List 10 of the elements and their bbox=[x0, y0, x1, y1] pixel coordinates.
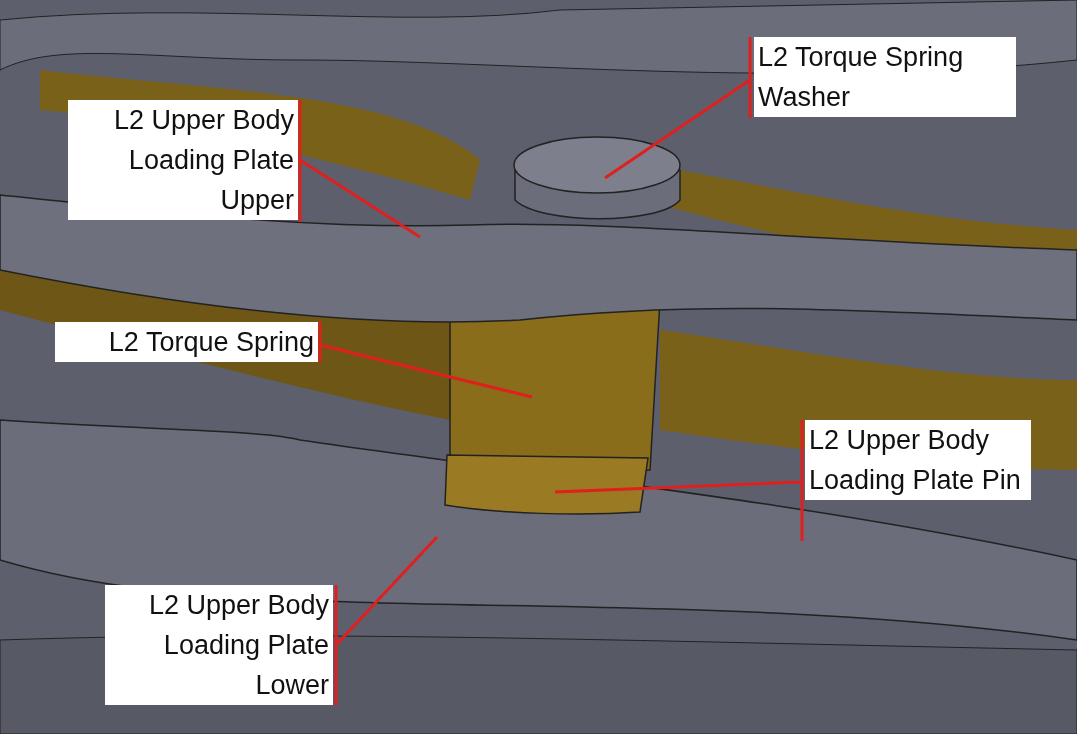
leader-line bbox=[553, 418, 804, 543]
callout-label: L2 Torque Spring bbox=[55, 322, 318, 362]
callout-label: L2 Upper Body Loading Plate Upper bbox=[68, 100, 298, 220]
leader-line bbox=[318, 320, 534, 399]
callout-label: L2 Upper Body Loading Plate Pin bbox=[805, 420, 1031, 500]
leader-line bbox=[334, 535, 439, 707]
leader-line bbox=[603, 35, 752, 180]
callout-label: L2 Torque Spring Washer bbox=[754, 37, 1016, 117]
leader-line bbox=[298, 98, 422, 239]
callout-label: L2 Upper Body Loading Plate Lower bbox=[105, 585, 333, 705]
